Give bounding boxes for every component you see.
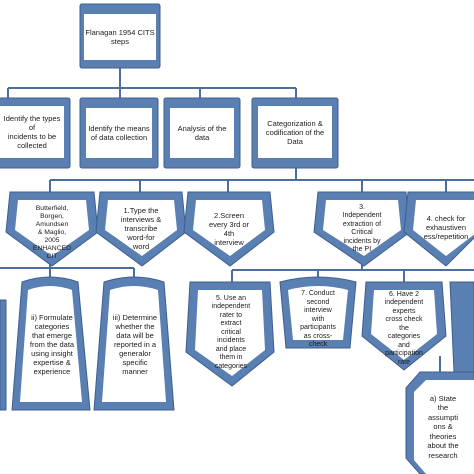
level1-inner-categorization [258,106,332,158]
level2-inner-step1 [105,200,177,256]
level1-label-identify-incidents: Identify the types of incidents to be co… [3,114,61,150]
level2-label-step4: 4. check for exhaustiven ess/repetition [423,213,469,241]
level3-shape-right-edge [449,281,474,373]
level3-inner-step6 [371,290,437,360]
level3-label-step-ii: ii) Formulate categories that emerge fro… [29,312,75,376]
level3-shape-left-edge [0,299,7,411]
level3-inner-step7 [288,286,348,340]
root-label: Flanagan 1954 CITS steps [85,28,155,46]
level2-inner-step4 [413,200,474,256]
level2-label-step2: 2.Screen every 3rd or 4th interview [208,211,250,247]
level1-inner-identify-means [86,108,152,158]
root-box-inner [84,14,156,60]
level1-label-analysis: Analysis of the data [177,124,227,142]
level3-label-step6: 6. Have 2 independent experts cross chec… [384,290,424,366]
level1-inner-identify-incidents [0,106,64,158]
level3-label-step5: 5. Use an independent rater to extract c… [211,294,251,370]
level1-label-categorization: Categorization & codification of the Dat… [265,118,325,146]
level3-inner-step-iii [102,286,166,402]
level3-inner-step5 [195,290,265,376]
level1-inner-analysis [170,108,234,158]
level4-label-step-a: a) State the assumpti ons & theories abo… [427,393,459,460]
level4-inner-step-a [414,380,474,474]
connector-lines [0,68,474,372]
level2-inner-step2 [193,200,265,256]
level3-label-step7: 7. Conduct second interview with partici… [300,290,336,349]
level3-inner-step-ii [20,286,82,402]
level3-label-step-iii: iii) Determine whether the data will be … [112,312,158,376]
level2-inner-authors [15,200,89,256]
level2-label-step1: 1.Type the interviews & transcribe word-… [120,205,162,251]
level2-inner-step3 [323,200,401,256]
level2-label-step3: 3. Independent extraction of Critical in… [342,203,382,254]
level1-label-identify-means: Identify the means of data collection [88,124,150,142]
level2-label-authors: Butterfield, Borgen, Amundsen & Maglio, … [32,205,72,260]
